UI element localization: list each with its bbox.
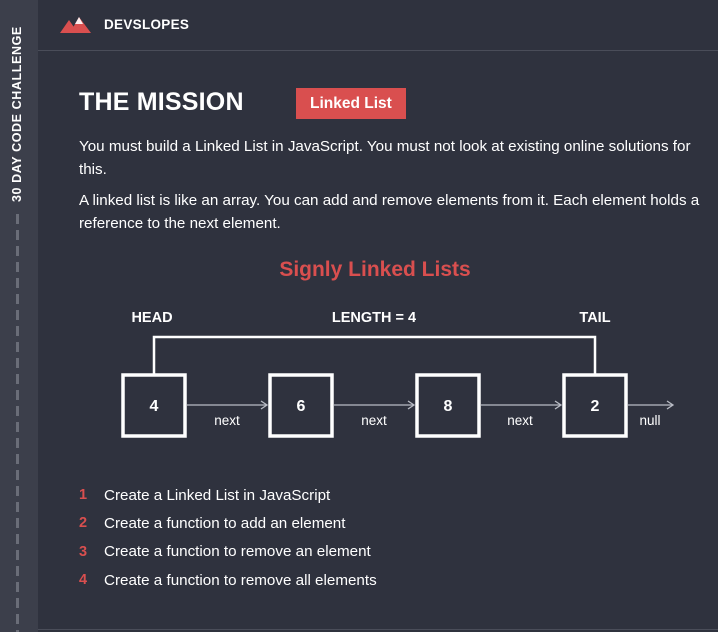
node-value: 8 [444, 398, 453, 415]
list-node: 2 [562, 373, 628, 438]
header: DEVSLOPES [38, 0, 718, 51]
step-number: 1 [79, 487, 88, 504]
step-text: Create a function to add an element [104, 514, 346, 532]
mountain-logo-icon[interactable] [60, 15, 92, 38]
list-node: 8 [415, 373, 481, 438]
list-item: 1 Create a Linked List in JavaScript [79, 481, 377, 509]
node-value: 4 [150, 398, 159, 415]
diagram-title: Signly Linked Lists [279, 258, 471, 281]
mission-paragraph: You must build a Linked List in JavaScri… [79, 138, 691, 178]
arrowhead-icon [666, 400, 675, 410]
step-text: Create a Linked List in JavaScript [104, 486, 331, 504]
arrowhead-icon [407, 400, 416, 410]
list-item: 2 Create a function to add an element [79, 509, 377, 537]
node-value: 2 [591, 398, 600, 415]
challenge-label: 30 DAY CODE CHALLENGE [10, 26, 24, 202]
list-node: 6 [268, 373, 334, 438]
node-value: 6 [297, 398, 306, 415]
arrowhead-icon [554, 400, 563, 410]
head-tail-bracket [152, 335, 597, 374]
length-label: LENGTH = 4 [332, 310, 416, 326]
side-strip: 30 DAY CODE CHALLENGE [0, 0, 38, 632]
step-text: Create a function to remove an element [104, 543, 371, 561]
dashed-divider [16, 214, 19, 632]
list-item: 4 Create a function to remove all elemen… [79, 566, 377, 594]
list-node: 4 [121, 373, 187, 438]
bottom-divider [38, 629, 718, 630]
task-list: 1 Create a Linked List in JavaScript 2 C… [79, 481, 377, 594]
step-number: 2 [79, 515, 88, 532]
next-label: next [507, 413, 533, 428]
next-label: next [214, 413, 240, 428]
arrowhead-icon [260, 400, 269, 410]
description-paragraph: A linked list is like an array. You can … [79, 192, 700, 232]
null-label: null [639, 413, 660, 428]
linked-list-diagram: HEAD LENGTH = 4 TAIL 4 6 8 2 [121, 310, 675, 438]
tail-label: TAIL [579, 310, 610, 326]
list-item: 3 Create a function to remove an element [79, 538, 377, 566]
head-label: HEAD [131, 310, 172, 326]
step-text: Create a function to remove all elements [104, 571, 377, 589]
page-title: THE MISSION [79, 88, 244, 116]
topic-badge: Linked List [296, 88, 406, 119]
step-number: 3 [79, 543, 88, 560]
step-number: 4 [79, 572, 88, 589]
brand-name[interactable]: DEVSLOPES [104, 17, 190, 32]
next-label: next [361, 413, 387, 428]
